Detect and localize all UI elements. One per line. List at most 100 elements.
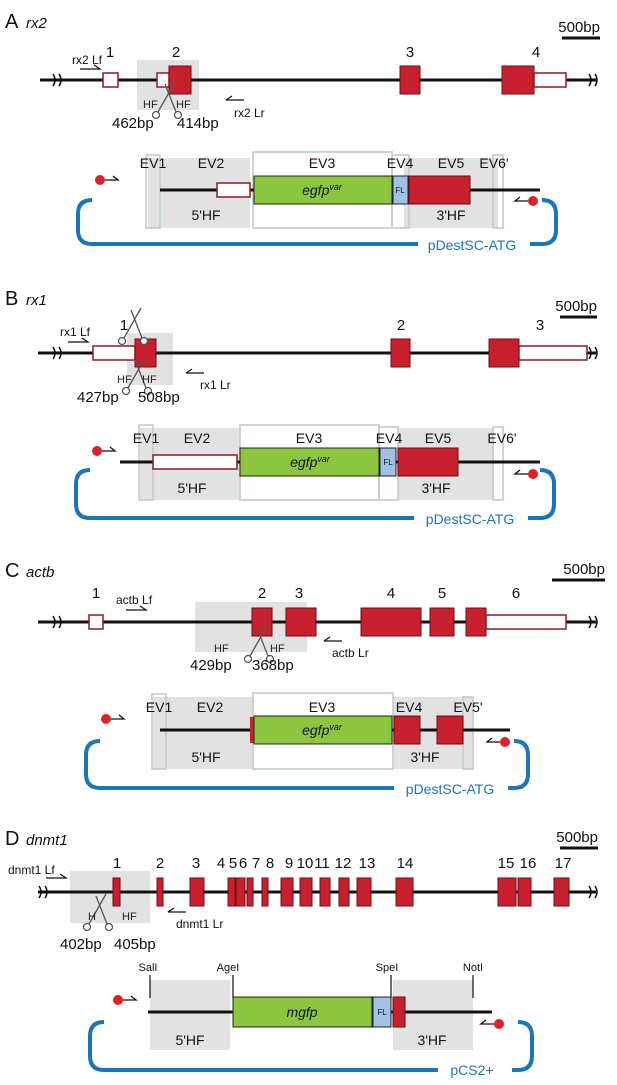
exon-number-d-13: 13 — [359, 855, 376, 872]
hf-right-label-c: 3'HF — [410, 749, 439, 765]
hf-right-label-d: 3'HF — [417, 1032, 446, 1048]
sgrna-pin-right-a — [513, 196, 538, 206]
donor-exon-sliver-c — [250, 717, 254, 743]
exon-d-10 — [319, 877, 331, 907]
exon-number-d-16: 16 — [520, 855, 537, 872]
hf-tag-left-b: HF — [117, 374, 132, 386]
insert-gfp-d — [232, 996, 373, 1028]
exon-number-d-7: 7 — [252, 855, 260, 872]
exon-number-b-1: 1 — [120, 317, 128, 334]
exon-d-6 — [246, 877, 254, 907]
scale-bar-label-1: 500bp — [555, 298, 597, 315]
panel-letter-a: A — [5, 11, 19, 33]
ev-label-b-6: EV6' — [487, 430, 516, 446]
hf-tag-right-a: HF — [176, 99, 191, 111]
utr-exon-1-a — [102, 72, 119, 88]
primer-reverse-label-d: dnmt1 Lr — [176, 917, 223, 931]
utr-exon-6-c — [485, 614, 567, 630]
insert-name-a-superscript: var — [329, 182, 343, 192]
ev-label-a-6: EV6' — [479, 155, 508, 171]
hf-left-label-a: 5'HF — [191, 207, 220, 223]
exon-number-d-6: 6 — [239, 855, 247, 872]
panel-letter-d: D — [5, 828, 19, 850]
exon-number-d-3: 3 — [192, 855, 200, 872]
ev-label-b-3: EV3 — [296, 430, 323, 446]
insert-gfp-a — [253, 175, 393, 205]
exon-4-a — [501, 65, 535, 95]
hf-length-left-b: 427bp — [77, 389, 119, 406]
exon-number-c-6: 6 — [512, 585, 520, 602]
hf-tag-right-c: HF — [270, 643, 285, 655]
scale-bar-label-3: 500bp — [556, 829, 598, 846]
sgrna-pin-right-d — [479, 1019, 504, 1029]
site-label-d-1: SalI — [139, 962, 158, 974]
utr-exon-4-a — [533, 72, 567, 88]
vector-label-c: pDestSC-ATG — [406, 781, 494, 797]
exon-d-13 — [395, 877, 414, 907]
exon-number-d-10: 10 — [297, 855, 314, 872]
exon-4-c — [360, 607, 422, 637]
locus-break-left-c — [52, 615, 62, 629]
vector-label-bg-a — [418, 237, 530, 253]
exon-d-12 — [356, 877, 372, 907]
exon-number-a-4: 4 — [532, 44, 540, 61]
scale-bar-label-2: 500bp — [563, 561, 605, 578]
exon-number-d-12: 12 — [335, 855, 352, 872]
exon-number-d-1: 1 — [113, 855, 121, 872]
locus-break-right-d — [588, 885, 598, 899]
ev-label-c-2: EV2 — [197, 699, 224, 715]
ev-label-b-1: EV1 — [133, 430, 160, 446]
vector-backbone-b — [74, 468, 556, 520]
primer-forward-label-a: rx2 Lf — [72, 53, 103, 67]
ev-label-a-2: EV2 — [198, 155, 225, 171]
sgrna-pin-left-b — [92, 446, 117, 456]
insert-name-a: egfpvar — [302, 182, 343, 198]
hf-length-left-d: 402bp — [60, 936, 102, 953]
sgrna-pin-left-a — [95, 175, 120, 185]
exon-number-a-3: 3 — [406, 44, 414, 61]
ev-label-c-5: EV5' — [453, 699, 482, 715]
primer-forward-d — [46, 873, 68, 879]
donor-exon-a — [408, 175, 471, 205]
hf-tag-left-d: H — [88, 911, 96, 923]
hf-left-label-d: 5'HF — [175, 1032, 204, 1048]
site-label-d-4: NotI — [463, 962, 483, 974]
insert-name-c: egfpvar — [302, 722, 343, 738]
exon-d-9 — [299, 877, 313, 907]
vector-backbone-d — [88, 1020, 534, 1072]
hf-length-right-b: 508bp — [138, 389, 180, 406]
utr-exon-1-b — [92, 345, 136, 361]
exon-3-b — [488, 338, 520, 368]
hf-tag-left-a: HF — [143, 99, 158, 111]
exon-number-d-11: 11 — [314, 855, 330, 872]
exon-number-c-3: 3 — [295, 585, 303, 602]
exon-number-d-5: 5 — [229, 855, 237, 872]
exon-2-b — [390, 338, 411, 368]
fl-label-b: FL — [383, 458, 393, 467]
donor-exon-d — [392, 996, 406, 1028]
gene-name-b: rx1 — [26, 292, 47, 309]
locus-break-right-a — [588, 73, 598, 87]
hf-length-right-c: 368bp — [252, 657, 294, 674]
primer-reverse-label-c: actb Lr — [332, 646, 369, 660]
hf-region-d — [70, 871, 150, 923]
exon-number-b-3: 3 — [536, 317, 544, 334]
exon-5-c — [429, 607, 455, 637]
ev-label-a-1: EV1 — [140, 155, 167, 171]
insert-fl-a — [392, 175, 409, 205]
vector-backbone-c — [84, 739, 530, 790]
hf-right-label-a: 3'HF — [436, 207, 465, 223]
site-label-d-3: SpeI — [376, 962, 399, 974]
exon-number-c-4: 4 — [387, 585, 395, 602]
insert-gfp-c — [253, 715, 393, 745]
hf-tag-left-c: HF — [214, 643, 229, 655]
vector-label-d: pCS2+ — [450, 1062, 493, 1078]
insert-name-d-base: mgfp — [286, 1004, 317, 1020]
insert-fl-d — [372, 996, 392, 1028]
vector-label-a: pDestSC-ATG — [428, 237, 516, 253]
insert-name-a-base: egfp — [302, 182, 329, 198]
ev-label-c-3: EV3 — [309, 699, 336, 715]
site-label-d-2: AgeI — [217, 962, 240, 974]
locus-break-right-c — [588, 615, 598, 629]
